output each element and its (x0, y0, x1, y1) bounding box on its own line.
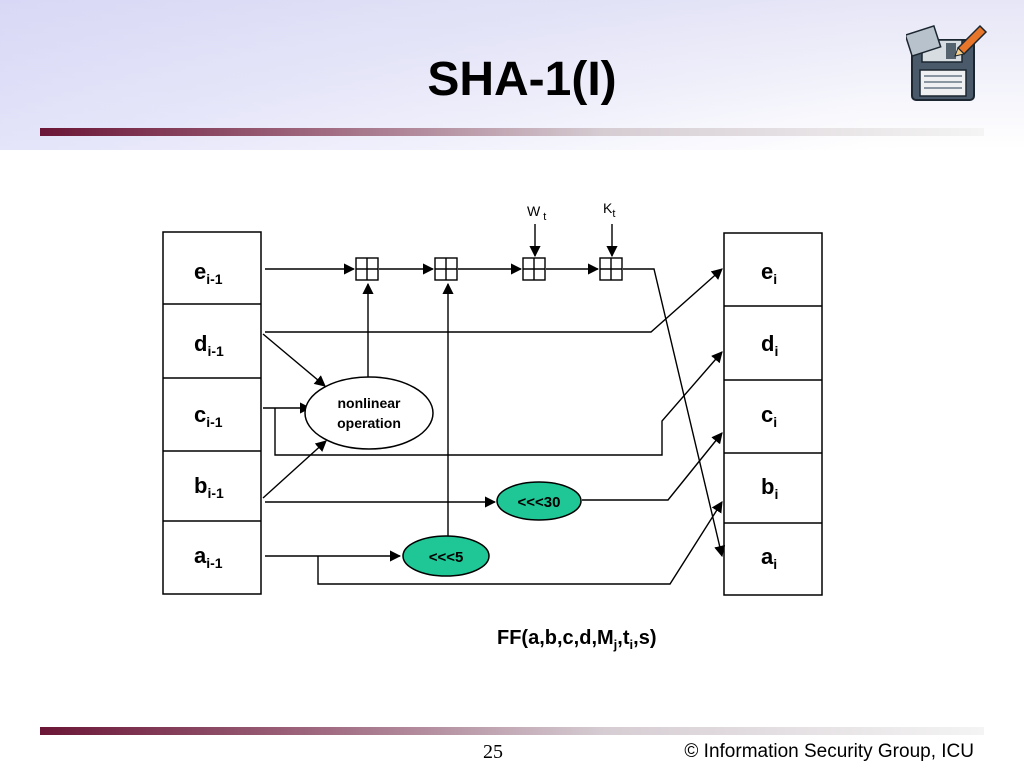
input-register-column (162, 231, 262, 595)
input-e-label: ei-1 (194, 259, 223, 287)
output-register-column (723, 232, 823, 596)
footer-divider (40, 727, 984, 735)
connection-lines (262, 224, 726, 585)
nonlinear-label-line1: nonlinear (337, 395, 401, 411)
nonlinear-ellipse (304, 376, 434, 450)
b-to-nonlinear (262, 440, 327, 499)
d-to-nonlinear (262, 333, 326, 387)
title-divider (40, 128, 984, 136)
kt-label: Kt (603, 200, 615, 220)
output-d-label: di (761, 331, 778, 359)
input-c-label: ci-1 (194, 402, 223, 430)
rotate-5-label: <<<5 (429, 549, 464, 566)
adder-2 (434, 257, 458, 281)
output-e-label: ei (761, 259, 777, 287)
input-d-label: di-1 (194, 331, 224, 359)
adder-1 (355, 257, 379, 281)
c-to-d-output (274, 351, 723, 456)
input-a-label: ai-1 (194, 543, 223, 571)
page-number: 25 (483, 741, 503, 763)
floppy-disk-clipart-icon (906, 24, 988, 101)
d-to-e-output (265, 268, 723, 333)
rotate-5-ellipse (402, 535, 490, 577)
output-c-label: ci (761, 402, 777, 430)
rotate-30-ellipse (496, 481, 582, 521)
nonlinear-label-line2: operation (337, 415, 401, 431)
adder-3 (522, 257, 546, 281)
footer-copyright: © Information Security Group, ICU (684, 741, 974, 762)
slide-title: SHA-1(I) (427, 53, 617, 106)
rot30-to-c-output (582, 432, 723, 501)
rotate-30-label: <<<30 (518, 494, 561, 511)
output-b-label: bi (761, 474, 778, 502)
a-to-b-output (317, 501, 723, 585)
input-b-label: bi-1 (194, 473, 224, 501)
output-a-label: ai (761, 544, 777, 572)
adder-4 (599, 257, 623, 281)
title-band (0, 0, 1024, 150)
round-function-formula: FF(a,b,c,d,Mj,ti,s) (497, 627, 656, 652)
